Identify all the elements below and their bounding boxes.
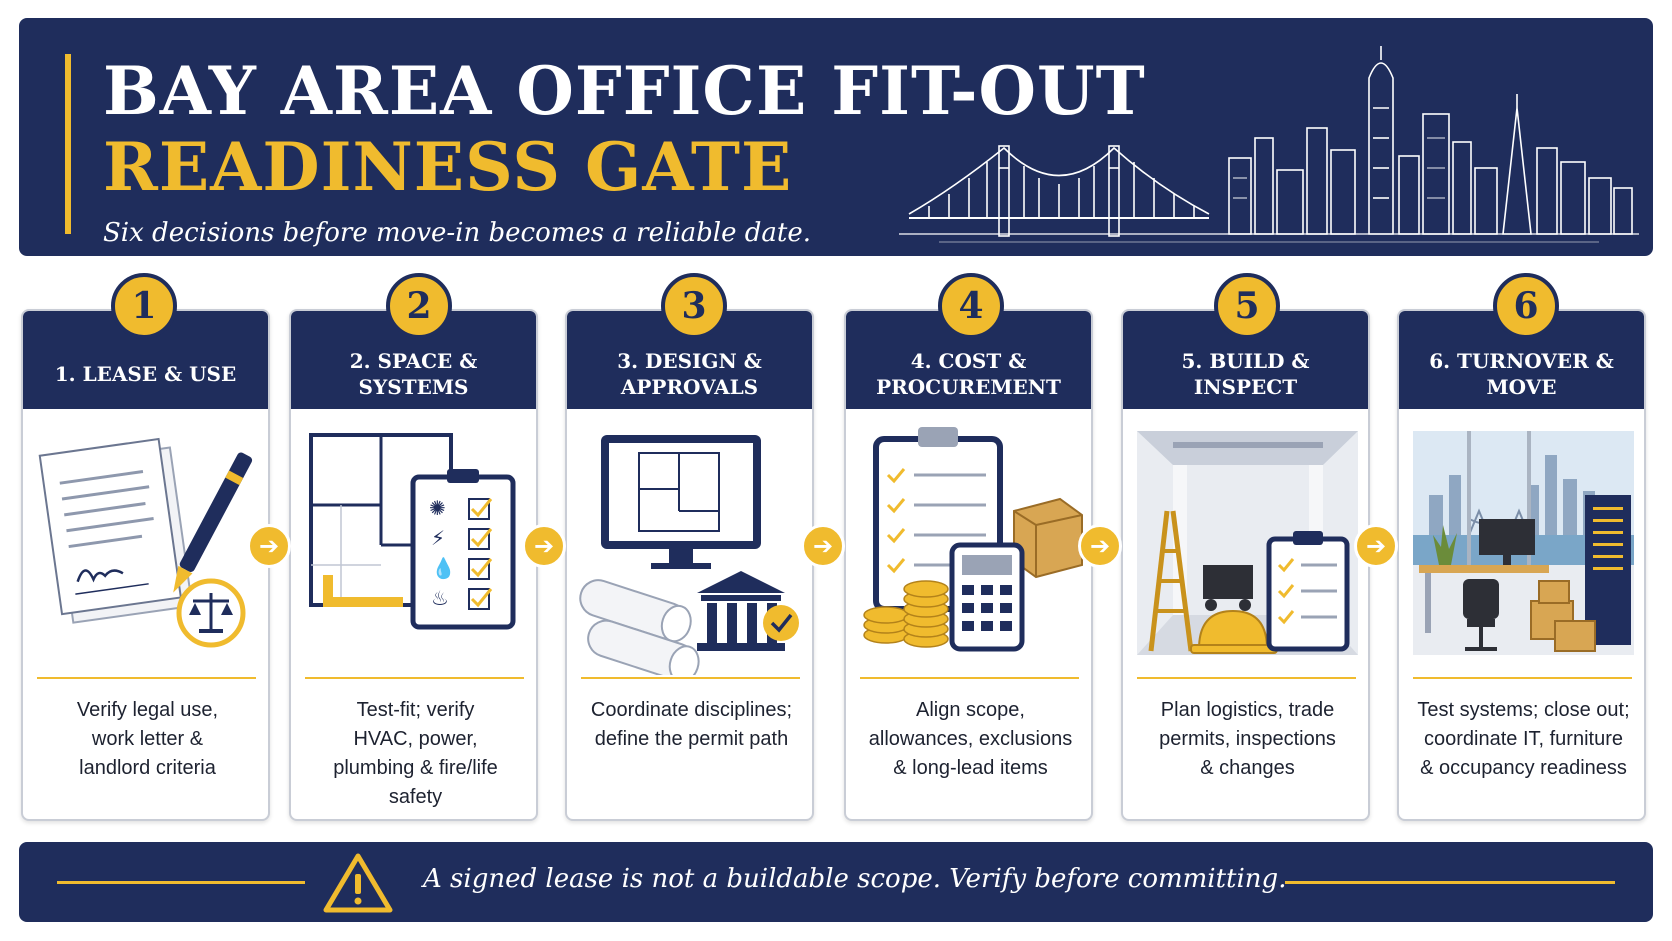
card-title: 2. SPACE & SYSTEMS [349, 349, 478, 399]
step-card-design-approvals: 3. DESIGN & APPROVALS Coordinate discipl… [565, 309, 814, 821]
card-description: Verify legal use, work letter & landlord… [76, 699, 219, 779]
card-title: 6. TURNOVER & MOVE [1429, 349, 1614, 399]
floor-plan-checklist-icon: ✺ ⚡ 💧 ♨ [309, 433, 516, 630]
step-badge-3: 3 [661, 273, 727, 339]
step-card-space-systems: 2. SPACE & SYSTEMS ✺ ⚡ 💧 ♨ Test-fit; ver… [289, 309, 538, 821]
card-title: 5. BUILD & INSPECT [1181, 349, 1310, 399]
card-description: Align scope, allowances, exclusions & lo… [868, 699, 1073, 779]
footer-banner: A signed lease is not a buildable scope.… [19, 842, 1653, 922]
subtitle: Six decisions before move-in becomes a r… [103, 218, 811, 248]
footer-rule-right [1285, 881, 1615, 884]
step-badge-2: 2 [386, 273, 452, 339]
card-description: Plan logistics, trade permits, inspectio… [1159, 699, 1336, 779]
card-description: Coordinate disciplines; define the permi… [590, 699, 793, 750]
footer-message: A signed lease is not a buildable scope.… [423, 864, 1287, 894]
card-divider [1137, 677, 1356, 679]
design-approval-icon [579, 435, 799, 675]
arrow-right-icon: ➔ [522, 524, 566, 568]
footer-rule-left [57, 881, 305, 884]
step-badge-1: 1 [111, 273, 177, 339]
arrow-right-icon: ➔ [247, 524, 291, 568]
svg-text:♨: ♨ [431, 586, 449, 610]
title-line-2: READINESS GATE [103, 128, 793, 206]
skyline-bridge-icon [899, 46, 1639, 243]
arrow-right-icon: ➔ [801, 524, 845, 568]
svg-text:💧: 💧 [431, 556, 456, 580]
warning-icon [323, 853, 393, 913]
accent-bar [65, 54, 71, 234]
arrow-right-icon: ➔ [1354, 524, 1398, 568]
svg-text:⚡: ⚡ [431, 526, 445, 550]
step-card-turnover-move: 6. TURNOVER & MOVE Test systems; close o… [1397, 309, 1646, 821]
card-header: 4. COST & PROCUREMENT [846, 311, 1091, 409]
svg-text:✺: ✺ [429, 496, 446, 520]
card-description: Test systems; close out; coordinate IT, … [1417, 699, 1630, 779]
arrow-right-icon: ➔ [1078, 524, 1122, 568]
card-divider [1413, 677, 1632, 679]
cost-calculator-icon [863, 427, 1083, 652]
card-description: Test-fit; verify HVAC, power, plumbing &… [333, 699, 498, 808]
card-title: 1. LEASE & USE [54, 362, 237, 386]
step-card-build-inspect: 5. BUILD & INSPECT Plan logistics, trade… [1121, 309, 1370, 821]
card-divider [37, 677, 256, 679]
header-banner: BAY AREA OFFICE FIT-OUT READINESS GATE S… [19, 18, 1653, 256]
title-line-1: BAY AREA OFFICE FIT-OUT [103, 52, 1146, 130]
card-divider [305, 677, 524, 679]
step-card-cost-procurement: 4. COST & PROCUREMENT Align scope, allow… [844, 309, 1093, 821]
step-card-lease-use: 1. LEASE & USE Verify legal use, work le… [21, 309, 270, 821]
office-move-icon [1413, 431, 1634, 655]
construction-site-icon [1137, 431, 1358, 655]
card-divider [581, 677, 800, 679]
card-title: 3. DESIGN & APPROVALS [617, 349, 762, 399]
step-badge-5: 5 [1214, 273, 1280, 339]
lease-document-icon [38, 437, 253, 648]
step-badge-4: 4 [938, 273, 1004, 339]
card-title: 4. COST & PROCUREMENT [876, 349, 1061, 399]
step-badge-6: 6 [1493, 273, 1559, 339]
card-divider [860, 677, 1079, 679]
